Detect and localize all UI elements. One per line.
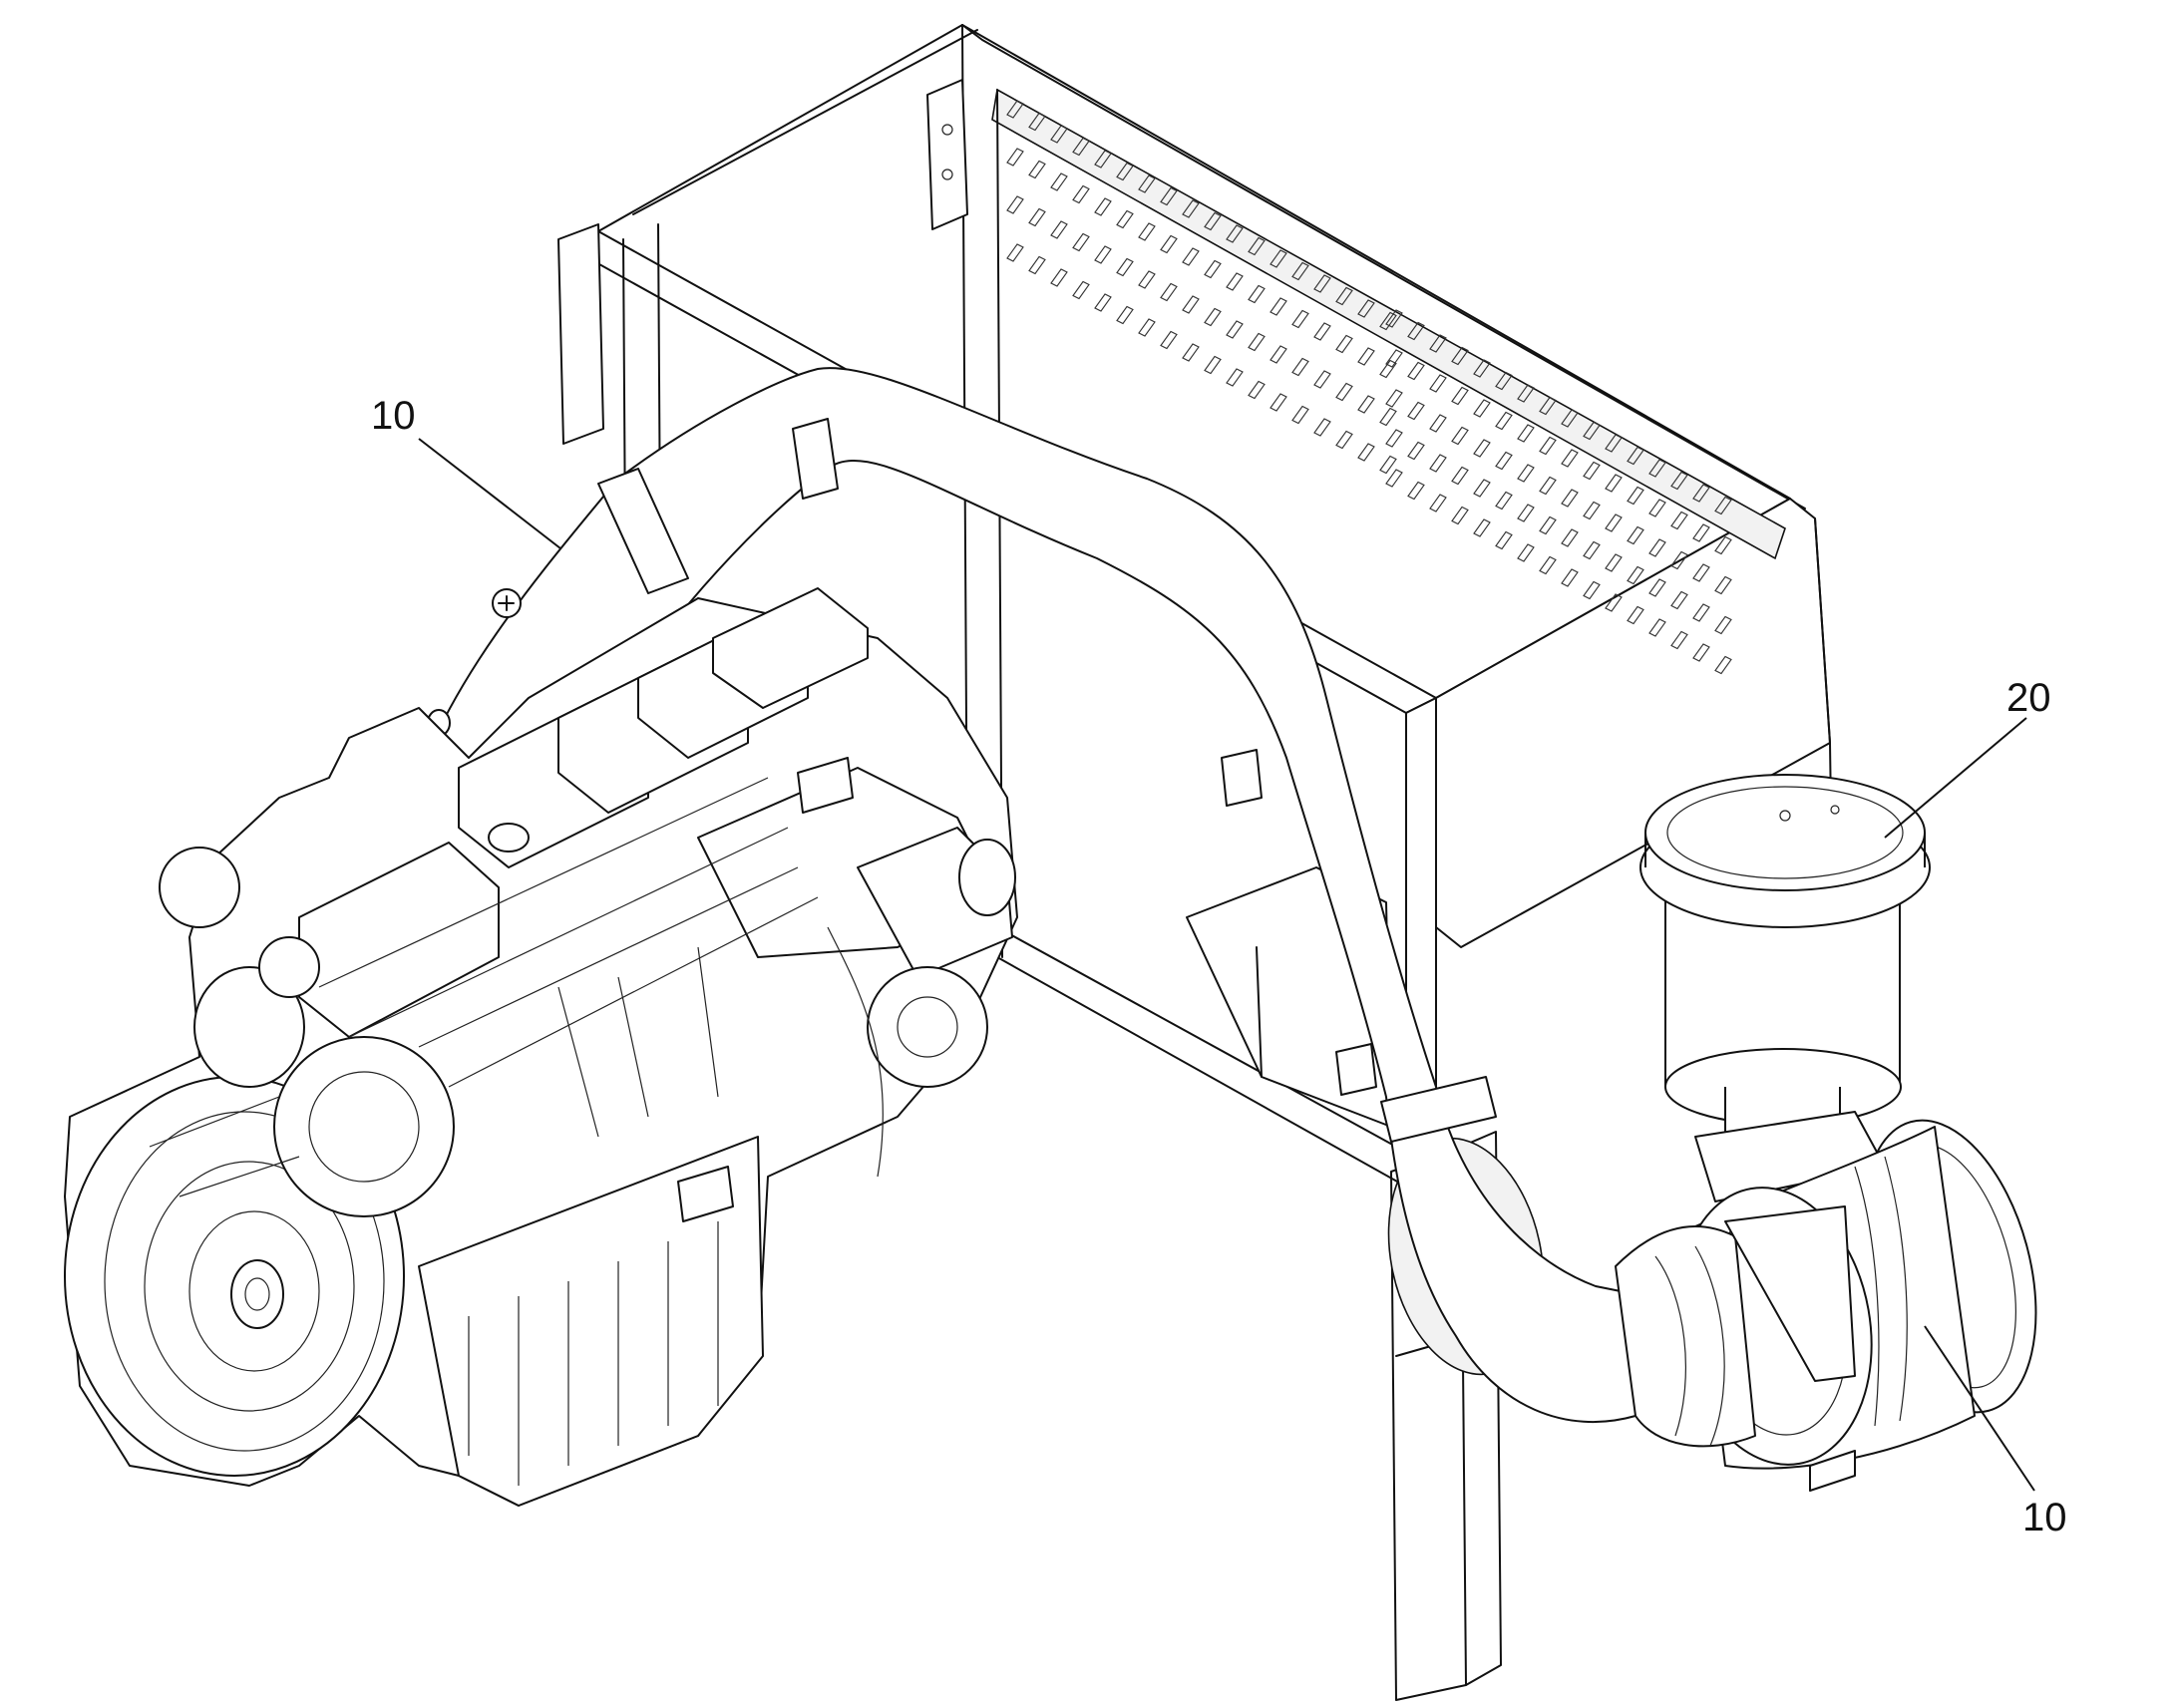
callout-label: 10 <box>2022 1496 2067 1539</box>
grille <box>1006 100 1732 675</box>
callouts: 10 20 10 <box>371 394 2067 1539</box>
callout-label: 10 <box>371 394 416 438</box>
callout-leader <box>1924 1325 2035 1492</box>
engine <box>64 587 1018 1507</box>
callout-leader <box>418 438 561 549</box>
callout-label: 20 <box>2006 676 2051 720</box>
air-cleaner <box>1615 774 2037 1492</box>
callout-leader <box>1884 717 2027 839</box>
